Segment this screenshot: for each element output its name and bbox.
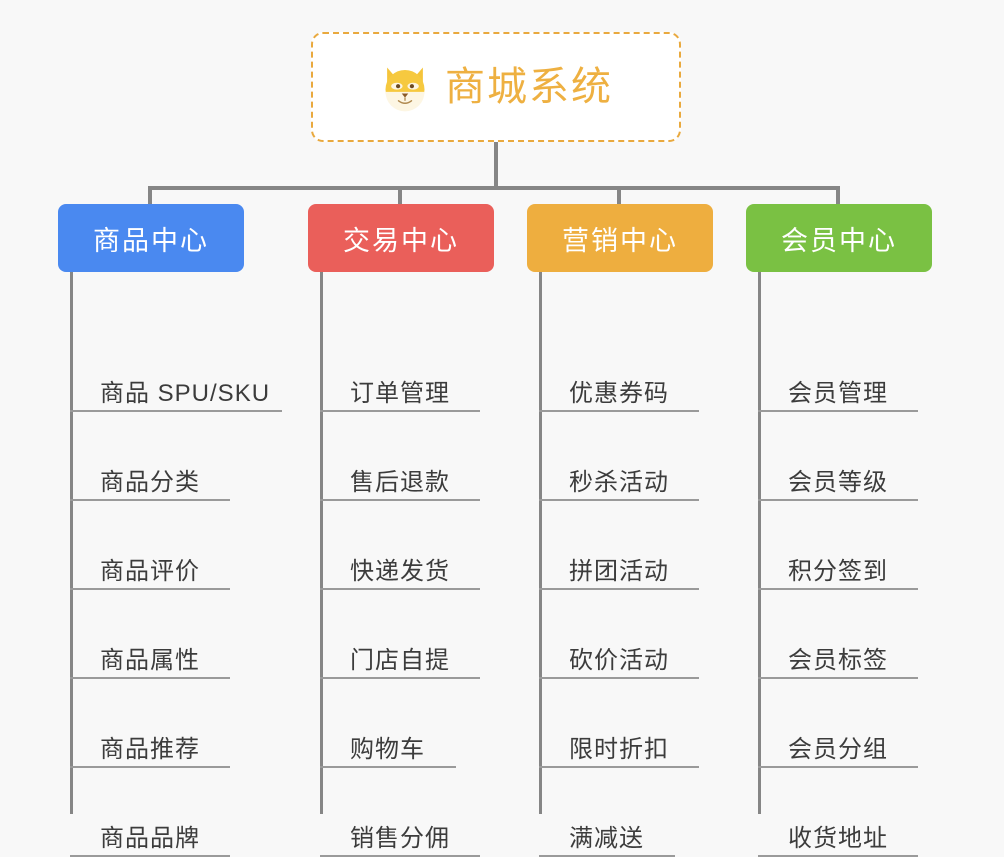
list-item-rule <box>320 410 480 412</box>
list-item-label: 商品属性 <box>100 647 200 674</box>
list-item-rule <box>758 588 918 590</box>
list-item-rule <box>70 677 230 679</box>
list-item-label: 门店自提 <box>350 647 450 674</box>
list-item-rule <box>320 766 456 768</box>
list-item-rule <box>758 766 918 768</box>
list-item-label: 会员分组 <box>788 736 888 763</box>
list-item-label: 会员管理 <box>788 380 888 407</box>
list-item-label: 快递发货 <box>350 558 450 585</box>
list-item-rule <box>758 677 918 679</box>
list-item-label: 秒杀活动 <box>569 469 669 496</box>
list-item-rule <box>320 677 480 679</box>
category-header-member-center[interactable]: 会员中心 <box>746 204 932 272</box>
category-label: 营销中心 <box>562 225 678 256</box>
column-spine <box>758 272 761 814</box>
root-node[interactable]: 商城系统 <box>311 32 681 142</box>
leaf-list-product-center: 商品 SPU/SKU 商品分类 商品评价 商品属性 商品推荐 商品品牌 <box>58 272 282 857</box>
column-spine <box>539 272 542 814</box>
leaf-list-member-center: 会员管理 会员等级 积分签到 会员标签 会员分组 收货地址 <box>746 272 932 857</box>
list-item-label: 拼团活动 <box>569 558 669 585</box>
column-member-center: 会员中心 会员管理 会员等级 积分签到 会员标签 会员分组 <box>746 204 932 857</box>
category-header-marketing-center[interactable]: 营销中心 <box>527 204 713 272</box>
list-item-label: 优惠券码 <box>569 380 669 407</box>
drop-connector-4 <box>836 186 840 208</box>
drop-connector-1 <box>148 186 152 208</box>
list-item-rule <box>539 499 699 501</box>
list-item-label: 订单管理 <box>350 380 450 407</box>
list-item-label: 会员标签 <box>788 647 888 674</box>
category-label: 会员中心 <box>781 225 897 256</box>
list-item-rule <box>70 499 230 501</box>
list-item-label: 商品分类 <box>100 469 200 496</box>
list-item-label: 砍价活动 <box>569 647 669 674</box>
category-header-product-center[interactable]: 商品中心 <box>58 204 244 272</box>
column-product-center: 商品中心 商品 SPU/SKU 商品分类 商品评价 商品属性 商品推荐 <box>58 204 282 857</box>
list-item-label: 销售分佣 <box>350 825 450 852</box>
list-item-rule <box>539 766 699 768</box>
list-item-label: 积分签到 <box>788 558 888 585</box>
list-item-label: 商品推荐 <box>100 736 200 763</box>
category-label: 商品中心 <box>93 225 209 256</box>
list-item-rule <box>70 766 230 768</box>
shiba-dog-icon <box>385 67 425 112</box>
list-item-label: 商品品牌 <box>100 825 200 852</box>
column-trade-center: 交易中心 订单管理 售后退款 快递发货 门店自提 购物车 <box>308 204 494 857</box>
root-title: 商城系统 <box>445 65 613 109</box>
column-spine <box>320 272 323 814</box>
drop-connector-3 <box>617 186 621 208</box>
list-item-rule <box>70 410 282 412</box>
leaf-list-trade-center: 订单管理 售后退款 快递发货 门店自提 购物车 销售分佣 <box>308 272 494 857</box>
category-label: 交易中心 <box>343 225 459 256</box>
list-item-label: 购物车 <box>350 736 425 763</box>
list-item-rule <box>758 410 918 412</box>
list-item-rule <box>320 588 480 590</box>
root-stem-connector <box>494 142 498 190</box>
list-item-label: 收货地址 <box>788 825 888 852</box>
column-spine <box>70 272 73 814</box>
list-item-label: 会员等级 <box>788 469 888 496</box>
list-item-label: 商品评价 <box>100 558 200 585</box>
category-header-trade-center[interactable]: 交易中心 <box>308 204 494 272</box>
list-item-label: 限时折扣 <box>569 736 669 763</box>
list-item-rule <box>758 499 918 501</box>
list-item-label: 商品 SPU/SKU <box>100 380 271 407</box>
list-item-rule <box>320 499 480 501</box>
horizontal-bus-connector <box>150 186 840 190</box>
list-item-rule <box>539 588 699 590</box>
leaf-list-marketing-center: 优惠券码 秒杀活动 拼团活动 砍价活动 限时折扣 满减送 <box>527 272 713 857</box>
list-item-rule <box>539 677 699 679</box>
list-item-rule <box>539 410 699 412</box>
drop-connector-2 <box>398 186 402 208</box>
list-item-rule <box>70 588 230 590</box>
list-item-label: 售后退款 <box>350 469 450 496</box>
column-marketing-center: 营销中心 优惠券码 秒杀活动 拼团活动 砍价活动 限时折扣 <box>527 204 713 857</box>
list-item-label: 满减送 <box>569 825 644 852</box>
